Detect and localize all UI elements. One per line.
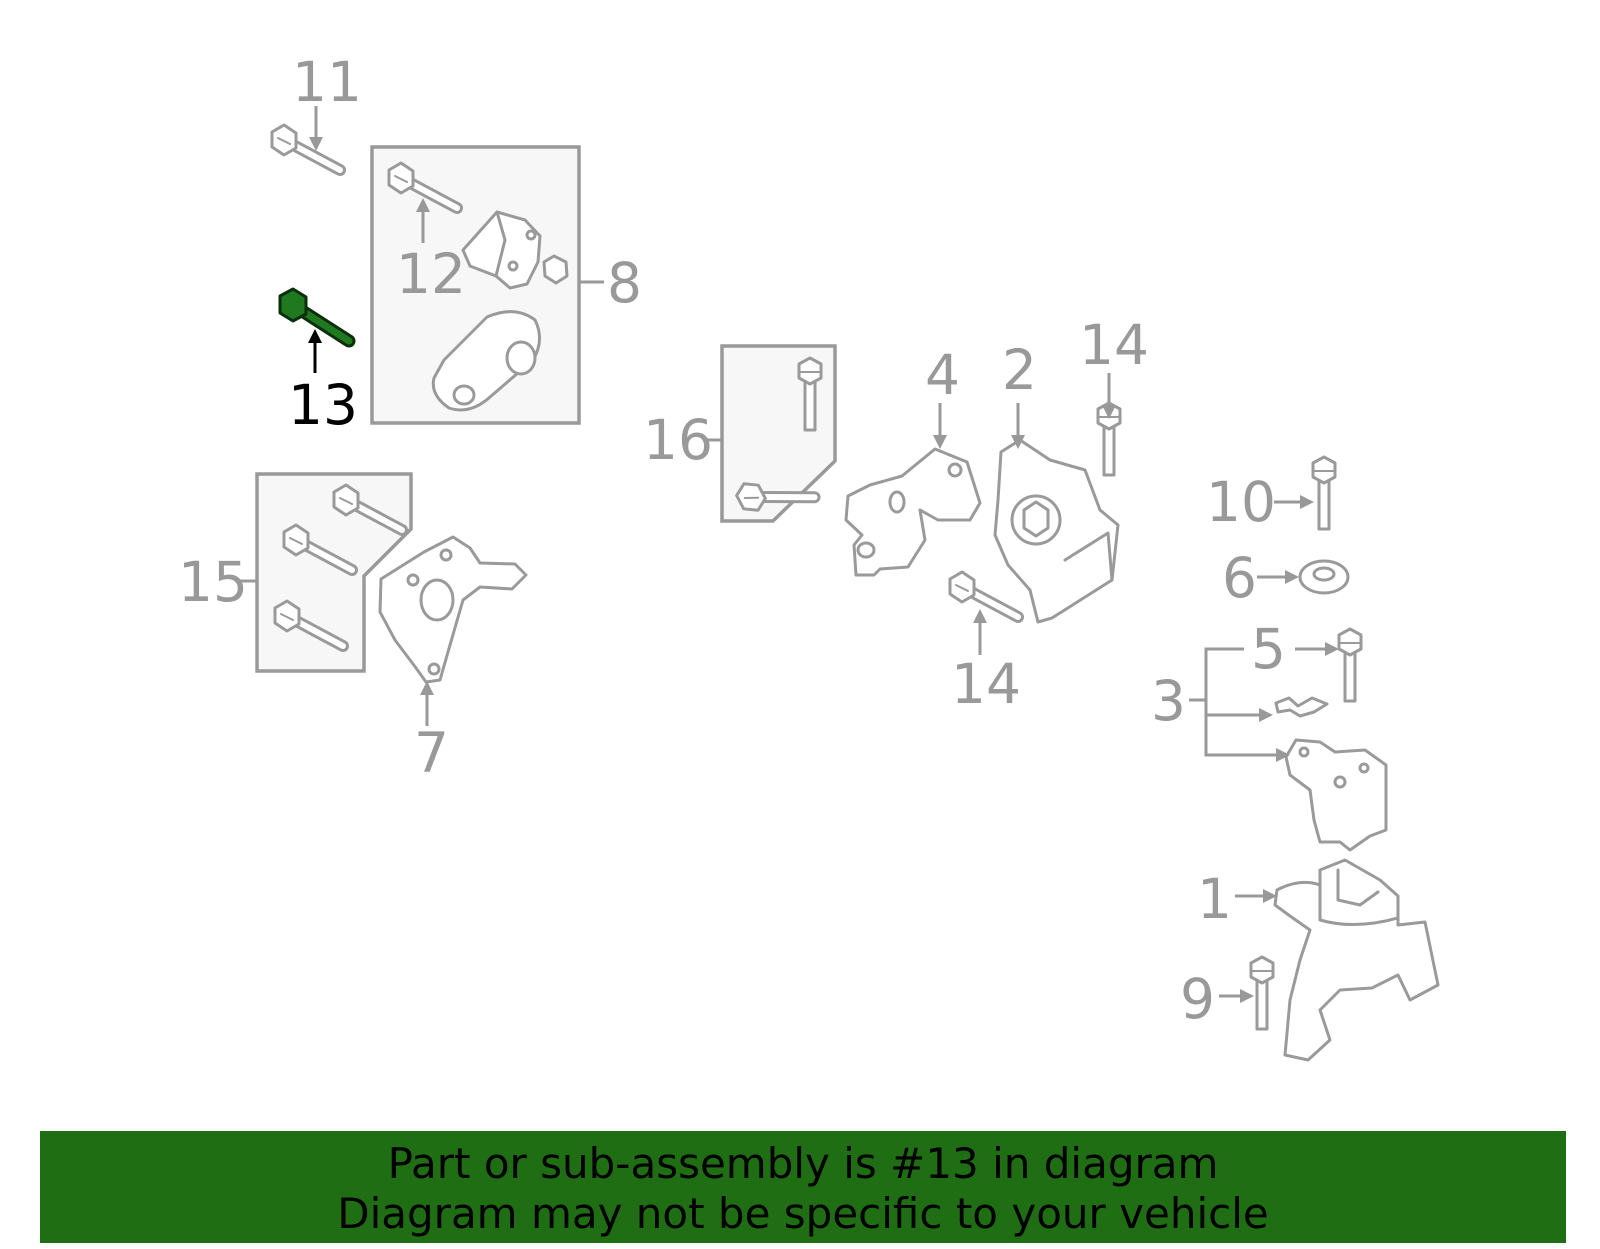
- callout-7: 7: [414, 721, 449, 785]
- callout-14-lower: 14: [951, 652, 1021, 716]
- callout-9: 9: [1180, 967, 1215, 1031]
- callout-11: 11: [292, 50, 362, 114]
- banner-line-1: Part or sub-assembly is #13 in diagram: [387, 1139, 1219, 1188]
- part-8-mount[interactable]: [431, 210, 569, 412]
- part-13-bolt-highlighted[interactable]: [278, 287, 356, 348]
- info-banner: Part or sub-assembly is #13 in diagram D…: [40, 1131, 1566, 1243]
- leader-lines: [238, 106, 1339, 1003]
- callout-15: 15: [178, 550, 248, 614]
- banner-line-2: Diagram may not be specific to your vehi…: [337, 1189, 1269, 1238]
- part-3-bracket[interactable]: [1284, 738, 1388, 852]
- part-9-bolt[interactable]: [1249, 955, 1275, 1031]
- part-2-mount[interactable]: [993, 438, 1120, 624]
- part-5-bolt[interactable]: [1337, 627, 1363, 703]
- part-3-clip[interactable]: [1274, 696, 1329, 718]
- part-10-bolt[interactable]: [1311, 455, 1337, 531]
- callout-16: 16: [643, 408, 713, 472]
- callout-8: 8: [607, 251, 642, 315]
- callout-14-upper: 14: [1079, 313, 1149, 377]
- part-4-bracket[interactable]: [844, 447, 982, 577]
- callout-5: 5: [1251, 617, 1286, 681]
- part-1-mount[interactable]: [1273, 858, 1440, 1062]
- part-6-washer[interactable]: [1298, 559, 1350, 595]
- callout-12: 12: [396, 242, 466, 306]
- callout-1: 1: [1197, 867, 1232, 931]
- callout-2: 2: [1002, 338, 1037, 402]
- callout-6: 6: [1222, 546, 1257, 610]
- callout-3: 3: [1151, 669, 1186, 733]
- callout-13-highlighted: 13: [288, 373, 358, 437]
- callout-10: 10: [1206, 470, 1276, 534]
- part-14-bolt-lower[interactable]: [950, 572, 1018, 617]
- callout-4: 4: [925, 343, 960, 407]
- part-11-bolt[interactable]: [272, 125, 340, 170]
- part-7-bracket[interactable]: [378, 535, 528, 684]
